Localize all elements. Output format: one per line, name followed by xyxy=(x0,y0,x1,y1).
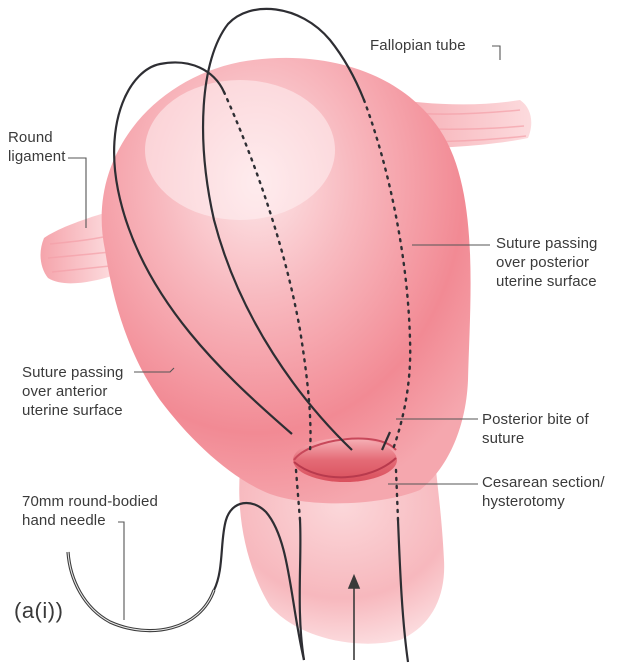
label-fallopian-tube: Fallopian tube xyxy=(370,36,466,55)
round-ligament-shape xyxy=(41,212,112,283)
panel-label: (a(i)) xyxy=(14,598,63,624)
label-suture-anterior: Suture passing over anterior uterine sur… xyxy=(22,363,123,420)
label-suture-posterior: Suture passing over posterior uterine su… xyxy=(496,234,597,291)
uterus-highlight xyxy=(145,80,335,220)
label-posterior-bite: Posterior bite of suture xyxy=(482,410,589,448)
label-needle: 70mm round-bodied hand needle xyxy=(22,492,158,530)
label-cesarean-section: Cesarean section/ hysterotomy xyxy=(482,473,605,511)
label-round-ligament: Round ligament xyxy=(8,128,66,166)
